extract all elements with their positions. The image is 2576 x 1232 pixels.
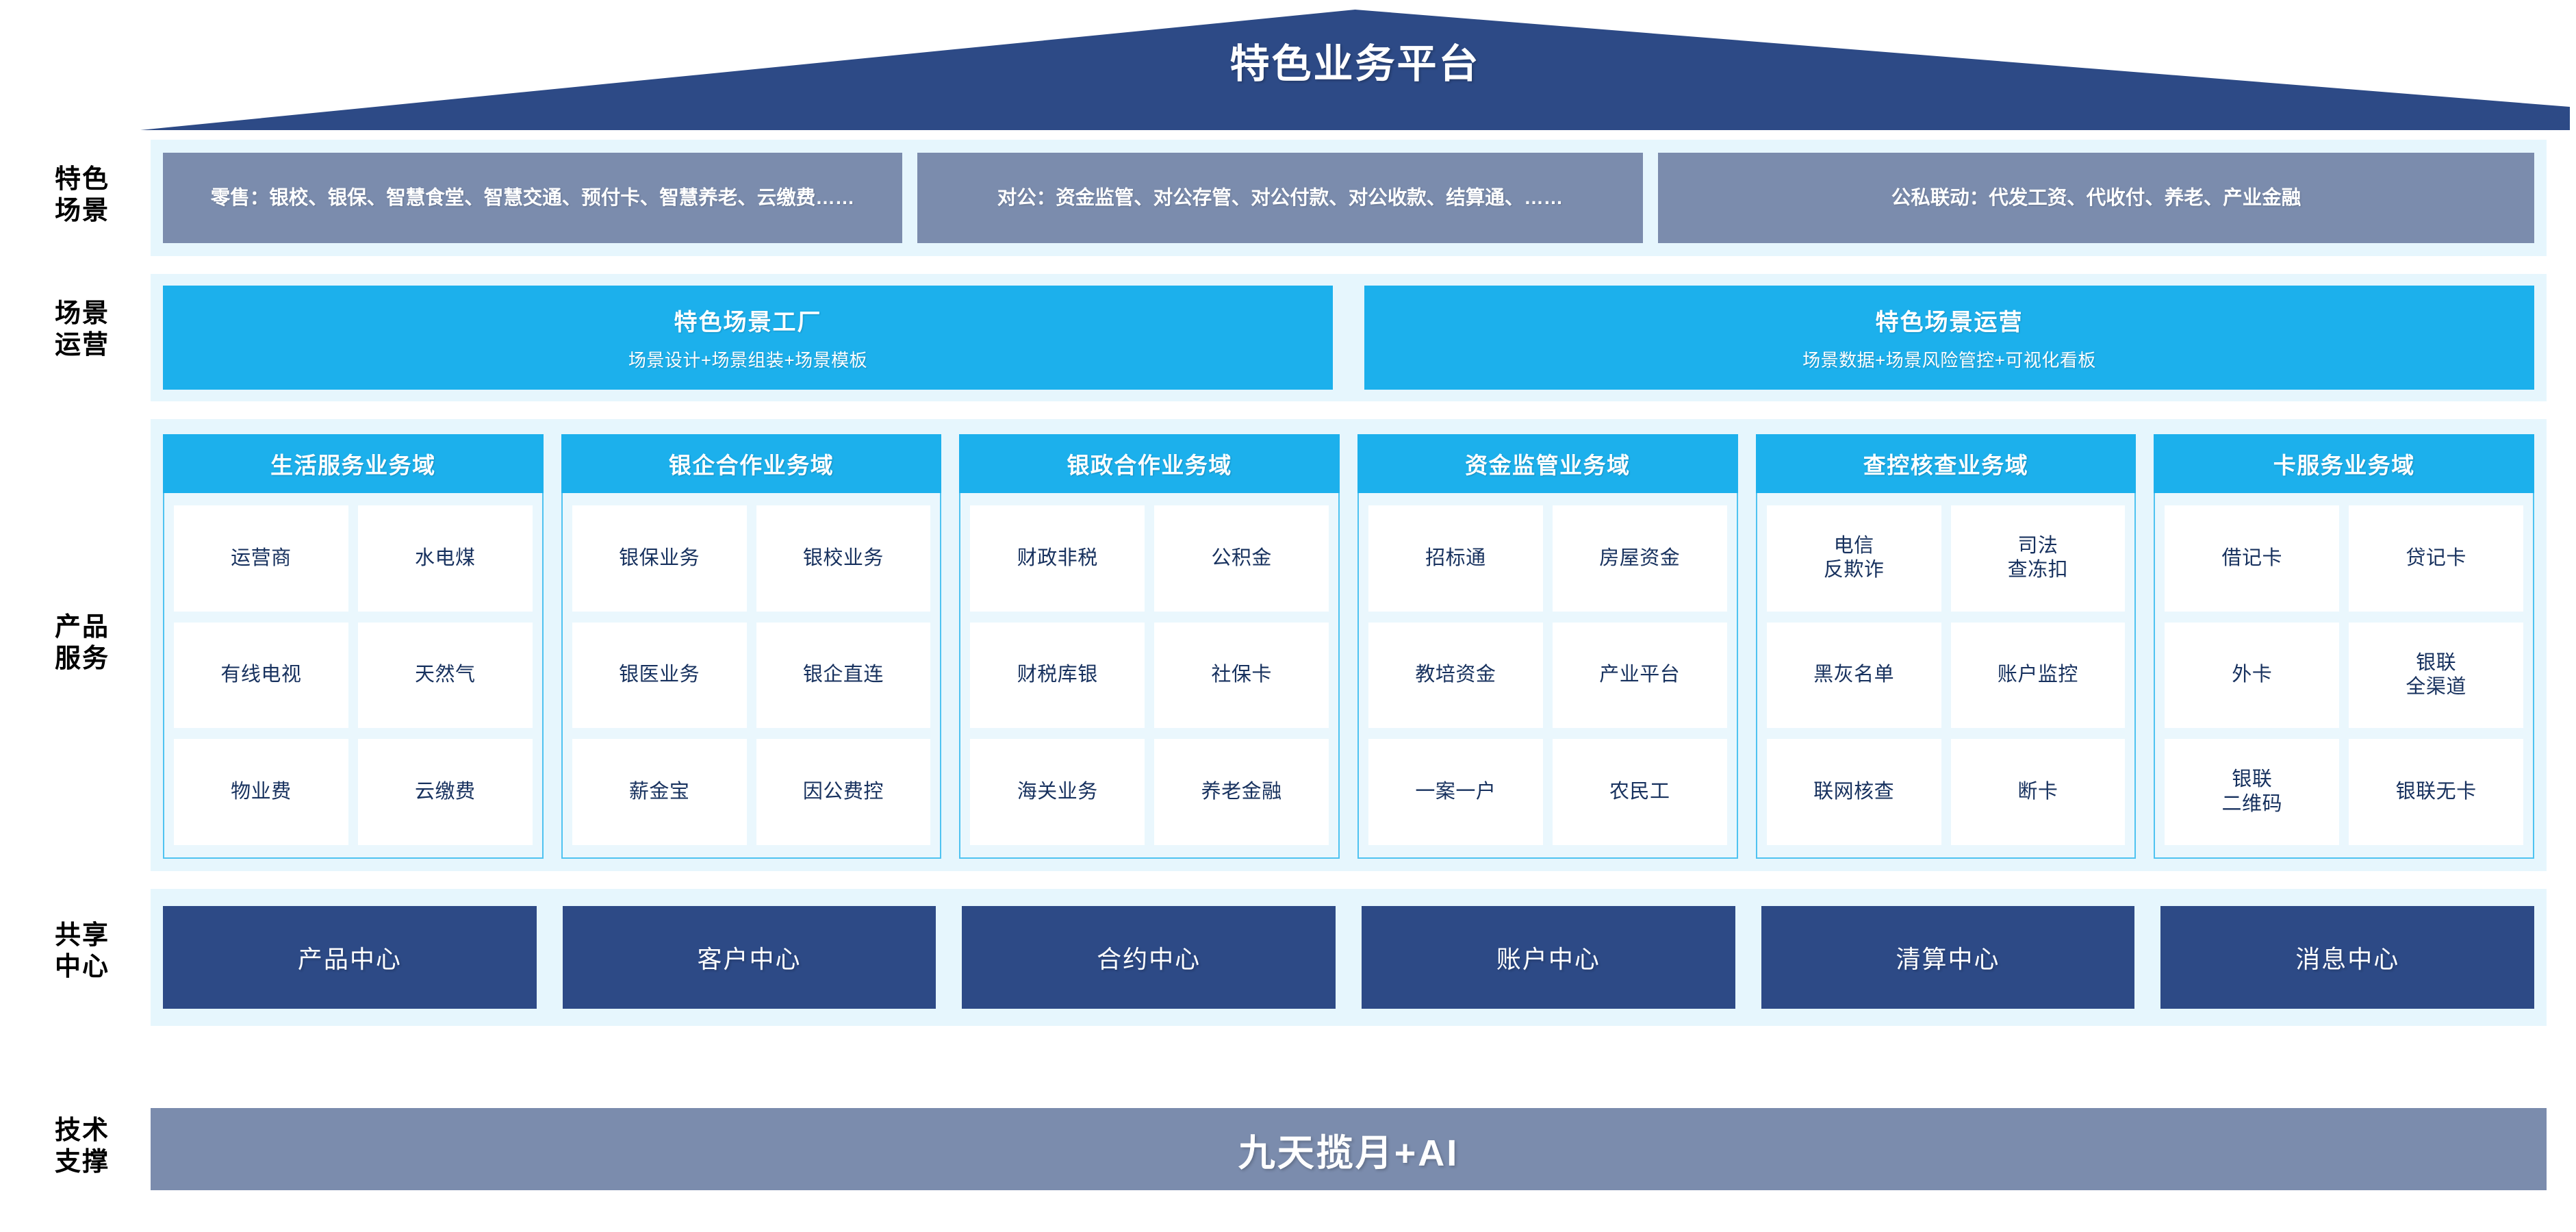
domain-header[interactable]: 查控核查业务域 [1755, 434, 2137, 493]
tech-support-label: 九天揽月+AI [1238, 1132, 1459, 1174]
ops-block-subtitle: 场景设计+场景组装+场景模板 [628, 350, 868, 370]
row-label-shared-center: 共享 中心 [54, 921, 110, 982]
product-cell[interactable]: 贷记卡 [2349, 505, 2524, 612]
tech-support-bar: 九天揽月+AI [151, 1108, 2547, 1190]
product-cell[interactable]: 银校业务 [756, 505, 931, 612]
product-cell[interactable]: 银企直连 [756, 622, 931, 729]
product-cell[interactable]: 一案一户 [1368, 739, 1543, 845]
domain-cell-grid: 招标通 房屋资金 教培资金 产业平台 一案一户 农民工 [1357, 493, 1738, 859]
domain-cell-grid: 借记卡 贷记卡 外卡 银联 全渠道 银联 二维码 银联无卡 [2154, 493, 2535, 859]
domain-cell-grid: 运营商 水电煤 有线电视 天然气 物业费 云缴费 [163, 493, 544, 859]
domain-cell-grid: 电信 反欺诈 司法 查冻扣 黑灰名单 账户监控 联网核查 断卡 [1755, 493, 2137, 859]
shared-center-message[interactable]: 消息中心 [2160, 906, 2535, 1009]
product-cell[interactable]: 联网核查 [1766, 739, 1941, 845]
domain-column-fund-supervision: 资金监管业务域 招标通 房屋资金 教培资金 产业平台 一案一户 农民工 [1357, 434, 1738, 859]
shared-center-band: 产品中心 客户中心 合约中心 账户中心 清算中心 消息中心 [151, 889, 2547, 1026]
scene-chip-retail[interactable]: 零售：银校、银保、智慧食堂、智慧交通、预付卡、智慧养老、云缴费…… [163, 153, 902, 243]
product-cell[interactable]: 社保卡 [1154, 622, 1329, 729]
product-cell[interactable]: 司法 查冻扣 [1950, 505, 2126, 612]
row-label-special-scenes: 特色 场景 [54, 165, 110, 226]
scene-chip-public-private[interactable]: 公私联动：代发工资、代收付、养老、产业金融 [1658, 153, 2534, 243]
platform-roof-banner: 特色业务平台 [140, 10, 2570, 130]
ops-block-scene-operation[interactable]: 特色场景运营 场景数据+场景风险管控+可视化看板 [1364, 286, 2534, 390]
shared-center-account[interactable]: 账户中心 [1362, 906, 1735, 1009]
ops-block-title: 特色场景运营 [1875, 310, 2024, 336]
row-label-tech-support: 技术 支撑 [54, 1116, 110, 1177]
special-scenes-band: 零售：银校、银保、智慧食堂、智慧交通、预付卡、智慧养老、云缴费…… 对公：资金监… [151, 140, 2547, 256]
domain-header[interactable]: 银企合作业务域 [561, 434, 942, 493]
product-cell[interactable]: 银联 全渠道 [2349, 622, 2524, 729]
product-cell[interactable]: 账户监控 [1950, 622, 2126, 729]
roof-shape-icon [140, 10, 2570, 130]
product-cell[interactable]: 借记卡 [2165, 505, 2340, 612]
product-cell[interactable]: 天然气 [357, 622, 533, 729]
product-cell[interactable]: 公积金 [1154, 505, 1329, 612]
ops-block-subtitle: 场景数据+场景风险管控+可视化看板 [1802, 350, 2096, 370]
domain-header[interactable]: 卡服务业务域 [2154, 434, 2535, 493]
product-cell[interactable]: 断卡 [1950, 739, 2126, 845]
product-cell[interactable]: 外卡 [2165, 622, 2340, 729]
product-cell[interactable]: 银联 二维码 [2165, 739, 2340, 845]
shared-center-clearing[interactable]: 清算中心 [1761, 906, 2135, 1009]
shared-center-contract[interactable]: 合约中心 [962, 906, 1336, 1009]
scene-operation-band: 特色场景工厂 场景设计+场景组装+场景模板 特色场景运营 场景数据+场景风险管控… [151, 274, 2547, 401]
domain-column-investigation: 查控核查业务域 电信 反欺诈 司法 查冻扣 黑灰名单 账户监控 联网核查 断卡 [1755, 434, 2137, 859]
product-cell[interactable]: 财政非税 [970, 505, 1145, 612]
ops-block-scene-factory[interactable]: 特色场景工厂 场景设计+场景组装+场景模板 [163, 286, 1333, 390]
product-cell[interactable]: 黑灰名单 [1766, 622, 1941, 729]
domain-column-bank-government: 银政合作业务域 财政非税 公积金 财税库银 社保卡 海关业务 养老金融 [959, 434, 1340, 859]
shared-center-customer[interactable]: 客户中心 [562, 906, 936, 1009]
domain-cell-grid: 银保业务 银校业务 银医业务 银企直连 薪金宝 因公费控 [561, 493, 942, 859]
row-label-scene-operation: 场景 运营 [54, 299, 110, 360]
product-cell[interactable]: 产业平台 [1552, 622, 1727, 729]
product-cell[interactable]: 电信 反欺诈 [1766, 505, 1941, 612]
product-cell[interactable]: 银保业务 [572, 505, 747, 612]
domain-column-card-service: 卡服务业务域 借记卡 贷记卡 外卡 银联 全渠道 银联 二维码 银联无卡 [2154, 434, 2535, 859]
scene-chip-corporate[interactable]: 对公：资金监管、对公存管、对公付款、对公收款、结算通、…… [917, 153, 1643, 243]
ops-block-title: 特色场景工厂 [674, 310, 822, 336]
product-cell[interactable]: 运营商 [174, 505, 348, 612]
product-cell[interactable]: 房屋资金 [1552, 505, 1727, 612]
domain-column-bank-enterprise: 银企合作业务域 银保业务 银校业务 银医业务 银企直连 薪金宝 因公费控 [561, 434, 942, 859]
domain-header[interactable]: 银政合作业务域 [959, 434, 1340, 493]
product-cell[interactable]: 财税库银 [970, 622, 1145, 729]
shared-center-product[interactable]: 产品中心 [163, 906, 537, 1009]
domain-header[interactable]: 生活服务业务域 [163, 434, 544, 493]
product-service-band: 生活服务业务域 运营商 水电煤 有线电视 天然气 物业费 云缴费 银企合作业务域… [151, 419, 2547, 871]
product-cell[interactable]: 有线电视 [174, 622, 348, 729]
product-cell[interactable]: 海关业务 [970, 739, 1145, 845]
domain-header[interactable]: 资金监管业务域 [1357, 434, 1738, 493]
product-cell[interactable]: 银医业务 [572, 622, 747, 729]
product-cell[interactable]: 云缴费 [357, 739, 533, 845]
row-label-product-service: 产品 服务 [54, 613, 110, 674]
product-cell[interactable]: 教培资金 [1368, 622, 1543, 729]
page-title: 特色业务平台 [1229, 42, 1481, 86]
product-cell[interactable]: 水电煤 [357, 505, 533, 612]
domain-cell-grid: 财政非税 公积金 财税库银 社保卡 海关业务 养老金融 [959, 493, 1340, 859]
domain-column-life-service: 生活服务业务域 运营商 水电煤 有线电视 天然气 物业费 云缴费 [163, 434, 544, 859]
product-cell[interactable]: 银联无卡 [2349, 739, 2524, 845]
product-cell[interactable]: 物业费 [174, 739, 348, 845]
product-cell[interactable]: 因公费控 [756, 739, 931, 845]
product-cell[interactable]: 招标通 [1368, 505, 1543, 612]
product-cell[interactable]: 养老金融 [1154, 739, 1329, 845]
product-cell[interactable]: 薪金宝 [572, 739, 747, 845]
product-cell[interactable]: 农民工 [1552, 739, 1727, 845]
